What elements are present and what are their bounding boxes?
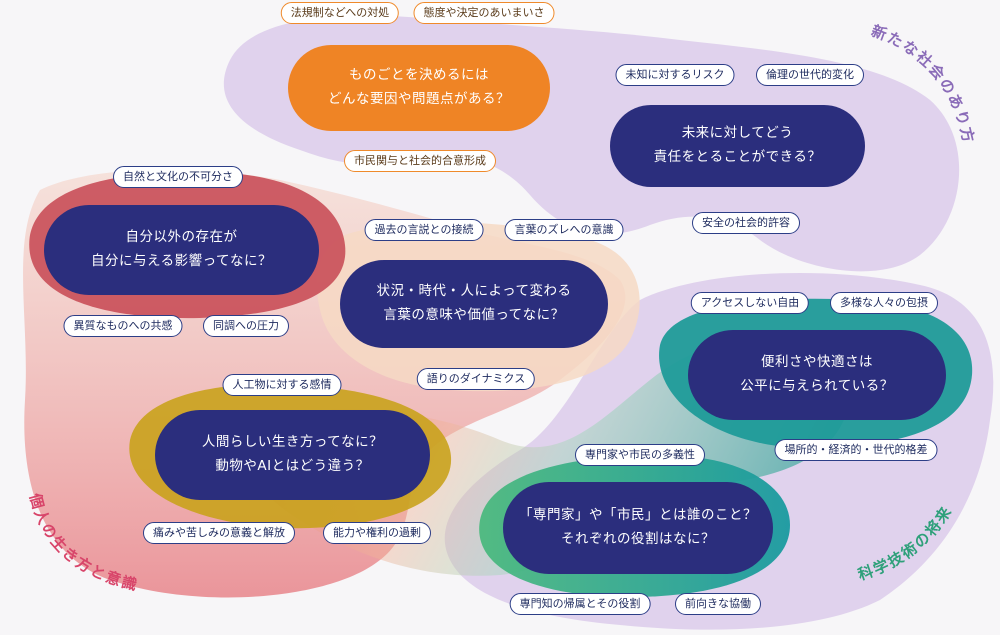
tag-unknown-risk: 未知に対するリスク — [615, 64, 735, 86]
tag-past-discourse: 過去の言説との接続 — [364, 219, 484, 241]
tag-empathy: 異質なものへの共感 — [63, 315, 183, 337]
tag-artifact-feeling: 人工物に対する感情 — [222, 374, 342, 396]
tag-generational-ethics: 倫理の世代的変化 — [756, 64, 864, 86]
tag-ability-excess: 能力や権利の過剰 — [323, 522, 431, 544]
question-decide: ものごとを決めるにはどんな要因や問題点がある？ — [288, 45, 550, 131]
tag-pain-meaning: 痛みや苦しみの意義と解放 — [143, 522, 295, 544]
question-future: 未来に対してどう責任をとることができる？ — [610, 105, 865, 187]
question-words: 状況・時代・人によって変わる言葉の意味や価値ってなに？ — [340, 260, 608, 348]
tag-expertise-role: 専門知の帰属とその役割 — [509, 593, 651, 615]
tag-safety-acceptance: 安全の社会的許容 — [692, 212, 800, 234]
tag-dynamics: 語りのダイナミクス — [416, 368, 536, 390]
question-human: 人間らしい生き方ってなに？動物やAIとはどう違う？ — [155, 410, 430, 500]
tag-expert-diversity: 専門家や市民の多義性 — [575, 444, 705, 466]
tag-citizen-consensus: 市民関与と社会的合意形成 — [344, 150, 496, 172]
tag-no-access: アクセスしない自由 — [690, 292, 810, 314]
tag-ambiguity: 態度や決定のあいまいさ — [413, 2, 555, 24]
tag-word-gap: 言葉のズレへの意識 — [504, 219, 624, 241]
question-convenience: 便利さや快適さは公平に与えられている？ — [688, 330, 946, 420]
tag-diversity: 多様な人々の包摂 — [830, 292, 938, 314]
question-self: 自分以外の存在が自分に与える影響ってなに？ — [44, 205, 319, 295]
tag-cooperation: 前向きな協働 — [675, 593, 761, 615]
tag-nature-culture: 自然と文化の不可分さ — [113, 166, 243, 188]
tag-law: 法規制などへの対処 — [280, 2, 400, 24]
question-expert: 「専門家」や「市民」とは誰のこと？それぞれの役割はなに？ — [503, 482, 773, 574]
tag-disparity: 場所的・経済的・世代的格差 — [774, 439, 938, 461]
tag-conformity: 同調への圧力 — [203, 315, 289, 337]
